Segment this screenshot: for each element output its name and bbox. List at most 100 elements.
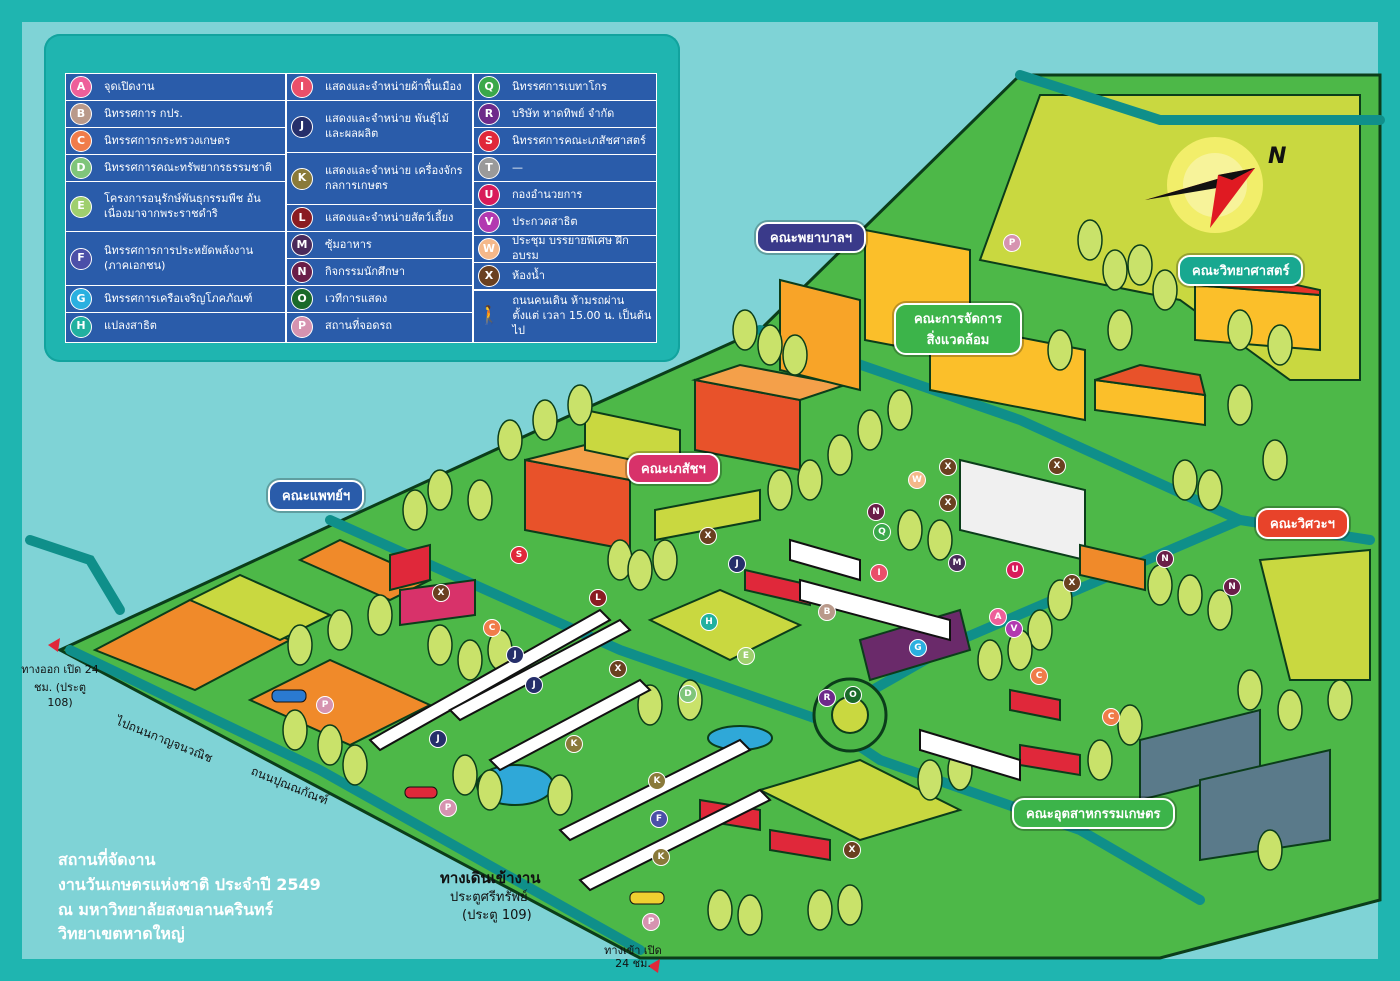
map-marker-q[interactable]: Q <box>873 523 891 541</box>
map-marker-v[interactable]: V <box>1005 620 1023 638</box>
legend-marker-v: V <box>478 211 500 233</box>
venue-block: สถานที่จัดงาน งานวันเกษตรแห่งชาติ ประจำป… <box>58 848 321 947</box>
gate-name-label: ประตูศรีทรัพย์ <box>450 890 528 905</box>
label-environment: คณะการจัดการ สิ่งแวดล้อม <box>894 303 1022 355</box>
legend-marker-p: P <box>291 315 313 338</box>
map-marker-b[interactable]: B <box>818 603 836 621</box>
map-marker-c[interactable]: C <box>483 619 501 637</box>
map-marker-l[interactable]: L <box>589 589 607 607</box>
map-marker-e[interactable]: E <box>737 647 755 665</box>
map-marker-n[interactable]: N <box>867 503 885 521</box>
legend-marker-l: L <box>291 207 313 229</box>
legend-label: แสดงและจำหน่ายผ้าพื้นเมือง <box>325 79 462 93</box>
legend-label: เวทีการแสดง <box>325 291 388 305</box>
legend-marker-f: F <box>70 247 92 270</box>
map-marker-f[interactable]: F <box>650 810 668 828</box>
label-science: คณะวิทยาศาสตร์ <box>1178 255 1304 286</box>
map-marker-x[interactable]: X <box>1048 457 1066 475</box>
legend-marker-n: N <box>291 261 313 283</box>
legend-marker-q: Q <box>478 76 500 98</box>
map-marker-c[interactable]: C <box>1102 708 1120 726</box>
legend-label: แปลงสาธิต <box>104 319 157 333</box>
legend-marker-t: T <box>478 157 500 179</box>
legend-column-3: Q นิทรรศการเบทาโกร R บริษัท หาดทิพย์ จำกัด S… <box>473 73 657 343</box>
map-marker-i[interactable]: I <box>870 564 888 582</box>
legend-label: โครงการอนุรักษ์พันธุกรรมพืช อันเนื่องมาจ… <box>104 191 261 220</box>
legend-label: กิจกรรมนักศึกษา <box>325 264 406 278</box>
map-marker-j[interactable]: J <box>525 676 543 694</box>
map-marker-h[interactable]: H <box>700 613 718 631</box>
main-entrance-label: ทางเดินเข้างาน <box>440 869 541 887</box>
map-marker-p[interactable]: P <box>316 696 334 714</box>
map-marker-x[interactable]: X <box>1063 574 1081 592</box>
map-marker-x[interactable]: X <box>843 841 861 859</box>
map-marker-x[interactable]: X <box>939 458 957 476</box>
legend-label: ประชุม บรรยายพิเศษ ฝึกอบรม <box>512 234 629 262</box>
map-marker-d[interactable]: D <box>679 685 697 703</box>
legend-label: บริษัท หาดทิพย์ จำกัด <box>512 106 615 120</box>
map-marker-n[interactable]: N <box>1223 578 1241 596</box>
map-marker-n[interactable]: N <box>1156 550 1174 568</box>
map-marker-k[interactable]: K <box>648 772 666 790</box>
venue-line-2: งานวันเกษตรแห่งชาติ ประจำปี 2549 <box>58 874 321 894</box>
legend-marker-r: R <box>478 103 500 125</box>
legend-marker-s: S <box>478 130 500 152</box>
legend-item-h: H แปลงสาธิต <box>66 313 285 340</box>
map-marker-o[interactable]: O <box>844 686 862 704</box>
map-marker-k[interactable]: K <box>565 735 583 753</box>
map-marker-s[interactable]: S <box>510 546 528 564</box>
legend-marker-u: U <box>478 184 500 206</box>
map-marker-g[interactable]: G <box>909 639 927 657</box>
label-agro-industry: คณะอุตสาหกรรมเกษตร <box>1012 798 1175 829</box>
walking-person-icon: 🚶 <box>478 305 501 327</box>
map-marker-u[interactable]: U <box>1006 561 1024 579</box>
legend-item-q: Q นิทรรศการเบทาโกร <box>474 74 656 101</box>
legend-marker-j: J <box>291 115 313 138</box>
legend-label: นิทรรศการเบทาโกร <box>512 79 607 93</box>
map-marker-k[interactable]: K <box>652 848 670 866</box>
map-marker-m[interactable]: M <box>948 554 966 572</box>
map-marker-x[interactable]: X <box>939 494 957 512</box>
map-marker-j[interactable]: J <box>429 730 447 748</box>
venue-line-3: ณ มหาวิทยาลัยสงขลานครินทร์ <box>58 899 274 919</box>
legend-item-v: V ประกวดสาธิต <box>474 209 656 236</box>
map-marker-j[interactable]: J <box>506 646 524 664</box>
map-marker-x[interactable]: X <box>432 584 450 602</box>
map-marker-p[interactable]: P <box>642 913 660 931</box>
legend-marker-h: H <box>70 315 92 338</box>
legend-label: ถนนคนเดิน ห้ามรถผ่าน ตั้งแต่ เวลา 15.00 … <box>512 294 652 337</box>
map-marker-c[interactable]: C <box>1030 667 1048 685</box>
legend-label: กองอำนวยการ <box>512 187 583 201</box>
map-marker-j[interactable]: J <box>728 555 746 573</box>
map-marker-x[interactable]: X <box>699 527 717 545</box>
legend-label: นิทรรศการ กปร. <box>104 106 183 120</box>
legend-label: ซุ้มอาหาร <box>325 237 372 251</box>
legend-label: ประกวดสาธิต <box>512 214 578 228</box>
legend-label: นิทรรศการกระทรวงเกษตร <box>104 133 231 147</box>
legend-item-b: B นิทรรศการ กปร. <box>66 101 285 128</box>
legend-marker-b: B <box>70 103 92 125</box>
gate-number-label: (ประตู 109) <box>462 908 532 923</box>
map-marker-p[interactable]: P <box>439 799 457 817</box>
legend-marker-k: K <box>291 167 313 190</box>
map-marker-x[interactable]: X <box>609 660 627 678</box>
map-marker-p[interactable]: P <box>1003 234 1021 252</box>
map-marker-r[interactable]: R <box>818 689 836 707</box>
map-marker-w[interactable]: W <box>908 471 926 489</box>
legend-label: ห้องน้ำ <box>512 268 545 282</box>
map-marker-a[interactable]: A <box>989 608 1007 626</box>
